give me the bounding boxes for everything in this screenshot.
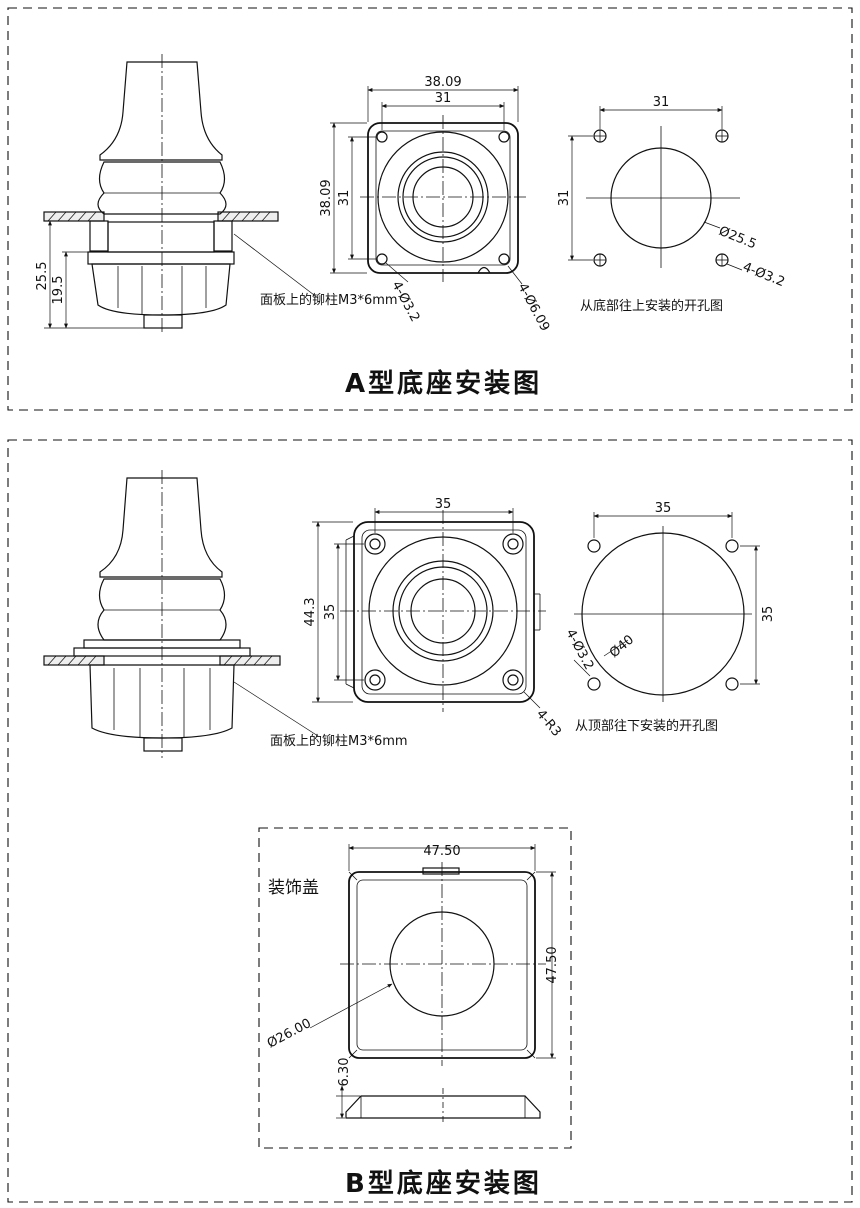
b-cutout-view: 35 35 Ø40 4-Ø3.2 从顶部往下安装的开孔图 bbox=[562, 501, 776, 734]
a-dim-height-total: 25.5 bbox=[35, 262, 50, 291]
a-panel-note: 面板上的铆柱M3*6mm bbox=[260, 292, 398, 308]
b-cutout-spacing-h: 35 bbox=[655, 501, 672, 516]
b-side-view: 面板上的铆柱M3*6mm bbox=[43, 470, 408, 758]
a-cutout-center-dia: Ø25.5 bbox=[717, 224, 759, 253]
section-b-frame bbox=[7, 439, 853, 1203]
b-section-title: B型底座安装图 bbox=[345, 1168, 542, 1199]
b-dim-height-inner: 35 bbox=[323, 604, 338, 621]
b-dim-corner-radius: 4-R3 bbox=[533, 707, 564, 740]
b-cutout-spacing-v: 35 bbox=[761, 606, 776, 623]
b-dim-height-outer: 44.3 bbox=[303, 598, 318, 627]
a-cutout-spacing-h: 31 bbox=[653, 95, 670, 110]
b-cutout-center-dia: Ø40 bbox=[607, 632, 637, 661]
a-cutout-spacing-v: 31 bbox=[557, 190, 572, 207]
section-a-frame bbox=[7, 7, 853, 411]
b-dim-width: 35 bbox=[435, 497, 452, 512]
a-dim-width-inner: 31 bbox=[435, 91, 452, 106]
b-panel-note: 面板上的铆柱M3*6mm bbox=[270, 733, 408, 749]
b-cover-thickness: 6.30 bbox=[337, 1058, 352, 1087]
a-side-view: 25.5 19.5 面板上的铆柱M3*6mm bbox=[35, 54, 398, 334]
b-cover-height: 47.50 bbox=[545, 946, 560, 983]
b-cutout-caption: 从顶部往下安装的开孔图 bbox=[575, 718, 718, 734]
a-section-title: A型底座安装图 bbox=[345, 368, 542, 399]
a-dim-height-inner: 31 bbox=[337, 190, 352, 207]
b-cover-width: 47.50 bbox=[423, 844, 460, 859]
a-base-top-view: 38.09 31 38.09 31 4-Ø3.2 4-Ø6.09 bbox=[319, 75, 552, 334]
a-dim-height-outer: 38.09 bbox=[319, 179, 334, 216]
a-dim-holes-large: 4-Ø6.09 bbox=[514, 281, 552, 334]
b-cover-hole-dia: Ø26.00 bbox=[265, 1016, 314, 1052]
b-cover-label: 装饰盖 bbox=[268, 878, 319, 898]
a-dim-height-body: 19.5 bbox=[51, 276, 66, 305]
a-cutout-view: 31 31 Ø25.5 4-Ø3.2 从底部往上安装的开孔图 bbox=[557, 95, 787, 314]
a-cutout-caption: 从底部往上安装的开孔图 bbox=[580, 298, 723, 314]
a-dim-width-outer: 38.09 bbox=[424, 75, 461, 90]
b-base-top-view: 35 44.3 35 4-R3 bbox=[303, 497, 564, 740]
b-cover-view: 装饰盖 47.50 47.50 Ø26.00 6.30 bbox=[258, 827, 572, 1149]
a-cutout-holes: 4-Ø3.2 bbox=[741, 260, 787, 290]
